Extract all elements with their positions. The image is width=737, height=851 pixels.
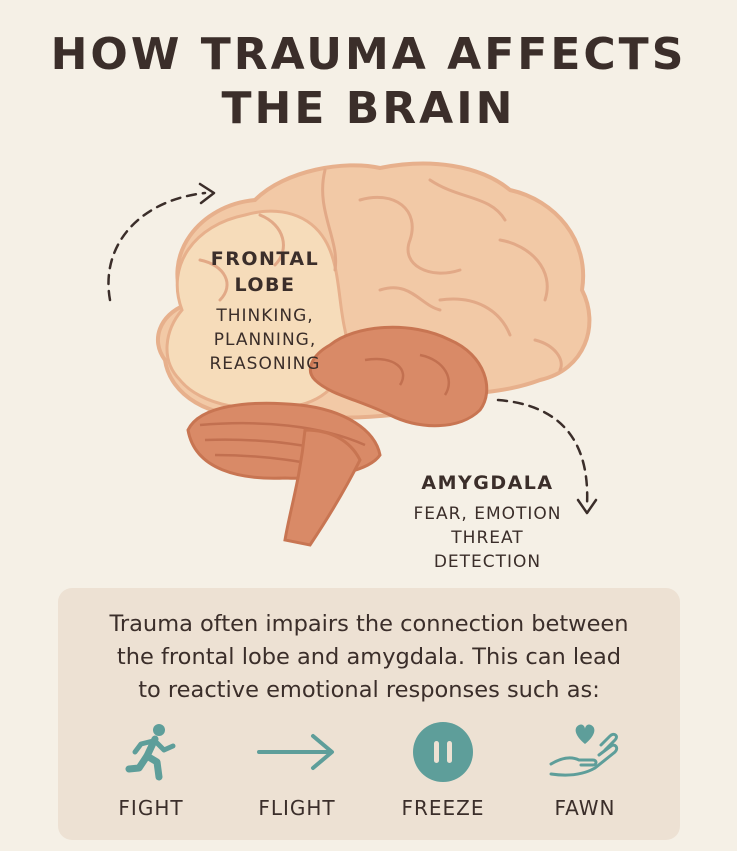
brain-folds [198,168,563,372]
amygdala-desc-1: FEAR, EMOTION [413,504,562,524]
amygdala-folds [364,353,451,396]
amygdala-desc-2: THREAT [451,528,524,548]
arrowhead-amygdala [576,498,598,515]
brain-illustration [107,161,598,547]
amygdala-label: AMYGDALA FEAR, EMOTION THREAT DETECTION [395,470,580,574]
response-fawn: FAWN [520,722,650,820]
arrow-right-icon [257,734,334,770]
arrowhead-frontal [198,182,216,205]
frontal-lobe-region [165,209,349,411]
fawn-label: FAWN [554,796,616,820]
flight-label: FLIGHT [258,796,336,820]
response-freeze: FREEZE [378,722,508,820]
panel-text: Trauma often impairs the connection betw… [58,608,680,707]
running-person-icon [125,724,176,781]
amygdala-desc-3: DETECTION [433,552,542,572]
frontal-desc-1: THINKING, [216,306,314,326]
title-line-2: THE BRAIN [221,83,516,134]
title-line-1: HOW TRAUMA AFFECTS [50,29,687,80]
response-fight: FIGHT [86,722,216,820]
page-title: HOW TRAUMA AFFECTS THE BRAIN [0,28,737,136]
dashed-arrow-frontal [107,191,207,302]
frontal-desc-3: REASONING [209,354,321,374]
brainstem-shape [283,428,362,547]
frontal-lobe-label: FRONTAL LOBE THINKING, PLANNING, REASONI… [190,246,340,376]
panel-line-2: the frontal lobe and amygdala. This can … [116,644,622,670]
pause-circle-icon [413,722,473,782]
frontal-name-line-1: FRONTAL [210,248,320,270]
heart-hand-icon [549,724,619,777]
panel-line-3: to reactive emotional responses such as: [138,677,600,703]
frontal-desc-2: PLANNING, [213,330,317,350]
amygdala-region [309,325,489,428]
amygdala-name: AMYGDALA [421,472,554,494]
frontal-name-line-2: LOBE [234,274,296,296]
dashed-arrow-amygdala [496,398,589,507]
fight-label: FIGHT [118,796,184,820]
panel-line-1: Trauma often impairs the connection betw… [109,611,629,637]
freeze-label: FREEZE [401,796,485,820]
response-flight: FLIGHT [232,722,362,820]
info-panel: Trauma often impairs the connection betw… [58,588,680,840]
